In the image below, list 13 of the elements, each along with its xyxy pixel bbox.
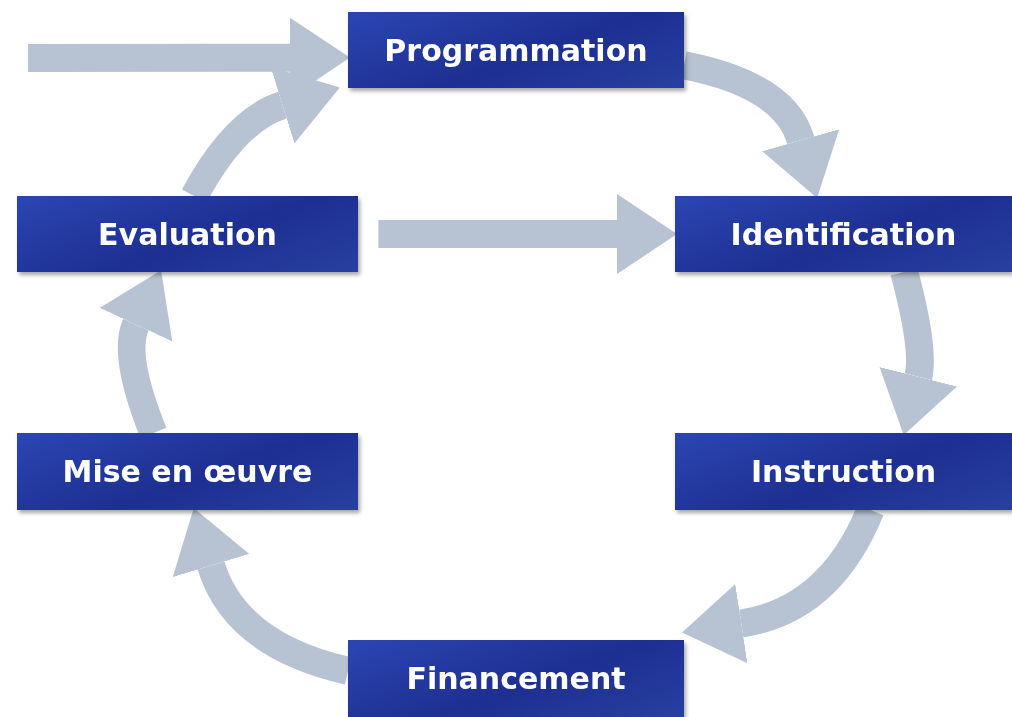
box-label: Mise en œuvre [62, 454, 313, 489]
box-label: Identification [730, 216, 957, 252]
box-label: Programmation [384, 32, 648, 68]
process-box [17, 433, 358, 510]
box-label: Instruction [750, 454, 937, 489]
process-box [675, 196, 1012, 272]
process-box [348, 12, 684, 88]
process-box [675, 433, 1012, 510]
process-box [348, 640, 684, 717]
process-box [17, 196, 358, 272]
box-label: Evaluation [98, 216, 277, 252]
box-label: Financement [406, 661, 626, 696]
arrow [378, 194, 677, 274]
